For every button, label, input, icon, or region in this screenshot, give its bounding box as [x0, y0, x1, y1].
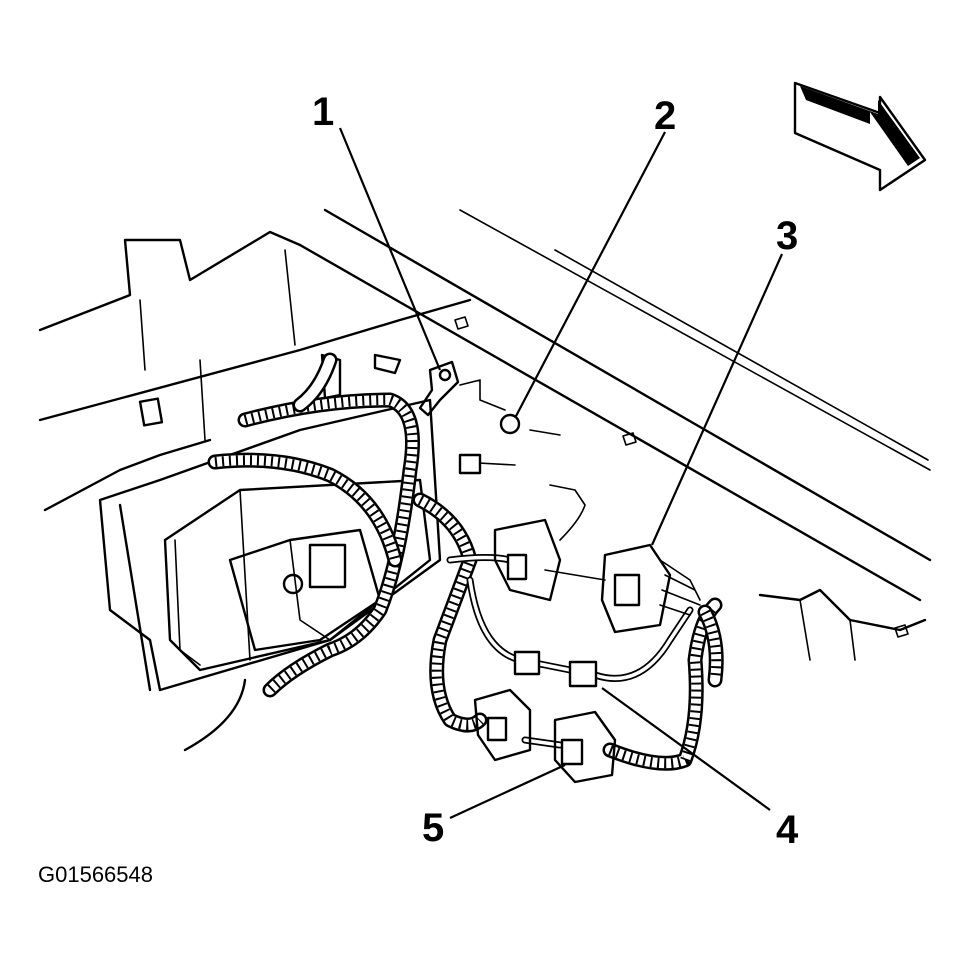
- connector-4: [513, 650, 598, 688]
- body-panel-outline: [38, 208, 932, 661]
- callout-1: 1: [312, 90, 335, 134]
- forward-direction-arrow-icon: [793, 81, 927, 192]
- callout-4: 4: [776, 808, 799, 852]
- wiring-harness: [207, 352, 724, 771]
- callout-leader-lines: [338, 127, 784, 819]
- callout-5: 5: [422, 806, 445, 850]
- callout-2: 2: [654, 94, 677, 138]
- connector-5: [473, 688, 617, 784]
- callout-3: 3: [776, 214, 799, 258]
- connector-3: [493, 518, 701, 634]
- figure-id: G01566548: [38, 862, 153, 887]
